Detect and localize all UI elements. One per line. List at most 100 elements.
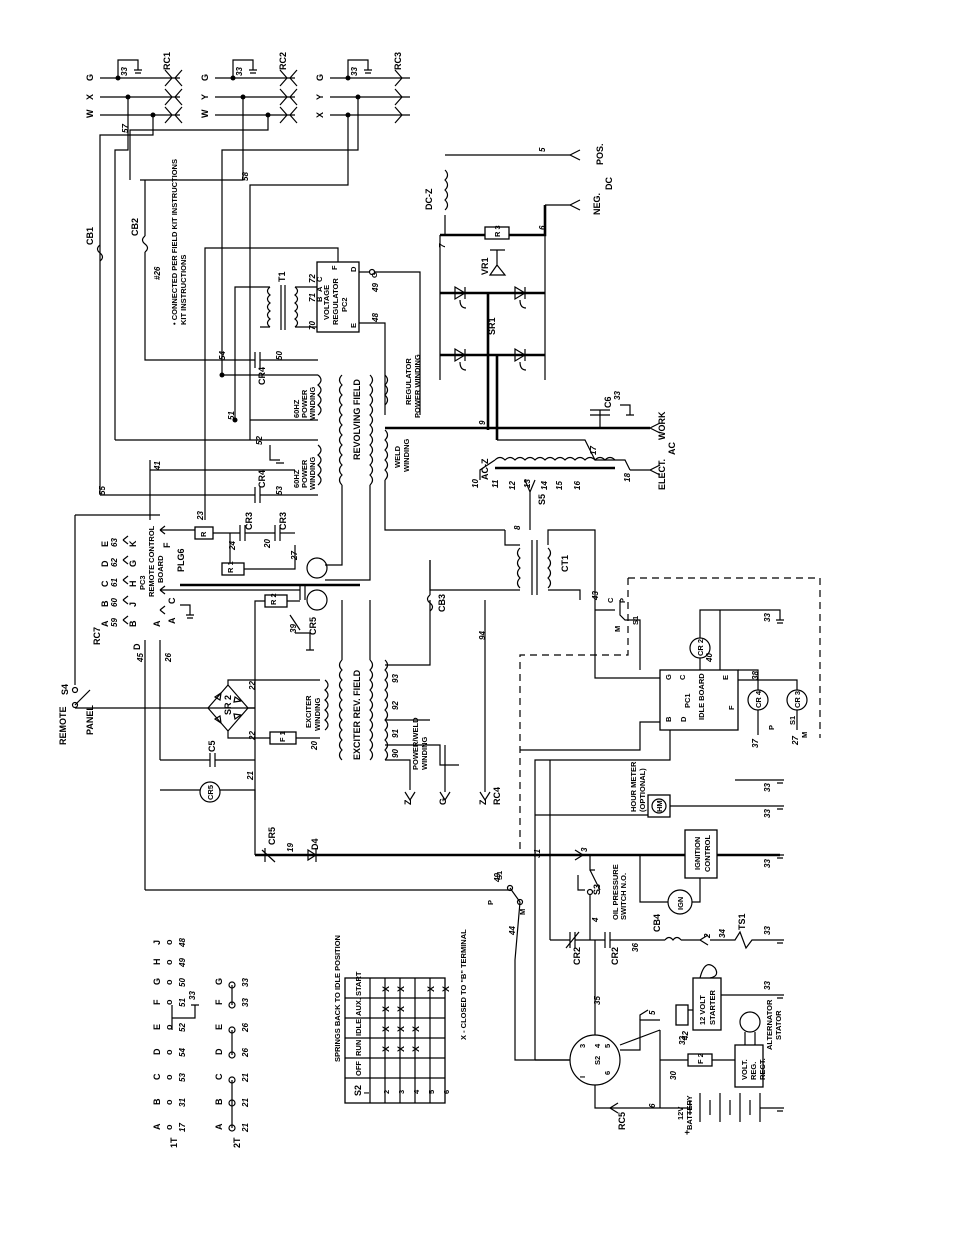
exciter-winding: EXCITER WINDING — [304, 679, 329, 731]
wire-22-a: 22 — [248, 681, 257, 691]
exciter-bridge-sr2: SR 2 F 1 22 22 20 — [207, 679, 320, 751]
rc3-pin-x: X — [315, 112, 325, 118]
t1-letter-g: G — [152, 978, 162, 985]
cr4b-label: CR4 — [257, 470, 267, 488]
wire-45: 45 — [136, 653, 145, 663]
wire-72: 72 — [308, 274, 317, 283]
rc1-pin-g: G — [85, 74, 95, 81]
alt-line2: STATOR — [774, 1010, 783, 1040]
svg-text:C: C — [100, 580, 110, 587]
wire-5-s2: 5 — [648, 1010, 657, 1015]
wire-41: 41 — [153, 461, 162, 471]
switch-s4[interactable]: S4 REMOTE PANEL — [58, 684, 255, 745]
wire-58: 58 — [241, 172, 250, 181]
r-top-label: R — [199, 531, 208, 537]
t1-letter-h: H — [152, 959, 162, 966]
rc2-pin-g: G — [200, 74, 210, 81]
wire-33-hm: 33 — [763, 809, 772, 818]
s5-label: S5 — [537, 494, 547, 505]
power-winding-60hz-a: 60HZ POWER WINDING — [292, 374, 322, 420]
wire-70: 70 — [308, 321, 317, 330]
exciter-line2: WINDING — [313, 698, 322, 731]
rc7-label: RC7 — [92, 627, 102, 645]
wire-48: 48 — [371, 313, 380, 323]
svg-text:KIT INSTRUCTIONS: KIT INSTRUCTIONS — [179, 255, 188, 325]
vr-pin-c: C — [315, 276, 324, 282]
wire-63: 63 — [110, 538, 119, 547]
plg6-label: PLG6 — [176, 548, 186, 572]
svg-text:o: o — [164, 979, 174, 985]
winding-wires: 55 41 51 52 53 54 50 — [98, 250, 318, 520]
t2-letter-e: E — [214, 1024, 224, 1030]
t1-letter-d: D — [152, 1048, 162, 1055]
cb1-label: CB1 — [85, 227, 95, 245]
t1-letter-j: J — [152, 940, 162, 945]
z-label-a: Z — [403, 799, 413, 805]
wire-33-starter: 33 — [763, 981, 772, 990]
weld-winding: WELD WINDING — [384, 426, 650, 531]
wire-6: 6 — [538, 225, 547, 230]
svg-text:S1: S1 — [495, 871, 504, 880]
reg-pw-line2: POWER WINDING — [413, 354, 422, 418]
dc-neg-label: NEG. — [592, 193, 602, 215]
wire-21: 21 — [246, 771, 255, 781]
cr5-coil-label: CR5 — [206, 785, 215, 800]
f1-label: F 1 — [278, 731, 287, 742]
ign-label: IGN — [676, 897, 685, 910]
transformer-t1: T1 — [234, 271, 317, 420]
s2-table-mark: X — [411, 1026, 421, 1032]
wire-50: 50 — [275, 351, 284, 360]
t1-wire-h: 49 — [178, 958, 187, 968]
t2-wire-f: 33 — [241, 998, 250, 1007]
svg-text:E: E — [100, 541, 110, 547]
rc2-gnd-wire: 33 — [235, 67, 244, 76]
s2-table-header: S2 — [353, 1085, 363, 1096]
pc1-pin-g: G — [664, 674, 673, 680]
reg-pw-line1: REGULATOR — [404, 358, 413, 405]
svg-text:F: F — [162, 542, 172, 548]
svg-text:A: A — [167, 617, 177, 624]
wire-7: 7 — [438, 243, 447, 248]
cr3b-label: CR3 — [278, 512, 288, 530]
t1-wire-c: 53 — [178, 1073, 187, 1082]
tap-16: 16 — [573, 481, 582, 490]
t1-letter-f: F — [152, 999, 162, 1005]
s2-table-row-label: AUX. — [354, 998, 363, 1016]
vr-line3: PC2 — [340, 297, 349, 312]
ign-line2: CONTROL — [703, 835, 712, 872]
svg-text:o: o — [164, 999, 174, 1005]
key-switch-s2[interactable]: S2 3 I 4 5 6 35 5 6 RC5 — [535, 940, 661, 1130]
svg-text:B: B — [128, 620, 138, 627]
s2-table-row-label: OFF — [354, 1061, 363, 1076]
receptacle-rc3: G Y X 33 RC3 — [315, 52, 410, 124]
wire-35: 35 — [593, 996, 602, 1005]
vr-line2: REGULATOR — [331, 278, 340, 325]
receptacle-rc1: G X W 33 RC1 — [85, 52, 183, 124]
pc1-pin-b: B — [664, 716, 673, 722]
svg-text:o: o — [164, 1074, 174, 1080]
wire-22: 22 — [248, 731, 257, 741]
rc3-pin-g: G — [315, 74, 325, 81]
t2-letter-a: A — [214, 1123, 224, 1130]
t1-letter-e: E — [152, 1024, 162, 1030]
ct1-label: CT1 — [560, 555, 570, 572]
exciter-rev-label: EXCITER REV. FIELD — [352, 669, 362, 760]
svg-text:M: M — [800, 732, 809, 738]
wire-90: 90 — [391, 749, 400, 758]
pc1-cr2: CR 2 — [696, 639, 705, 656]
t1-label: T1 — [277, 271, 287, 282]
exciter-line1: EXCITER — [304, 695, 313, 728]
svg-text:B: B — [100, 600, 110, 607]
terminal-strip-2t: A B C D E F G 21 21 21 26 26 33 33 2T — [214, 978, 250, 1148]
s2-table-mark: X — [441, 986, 451, 992]
wire-53: 53 — [275, 486, 284, 495]
s2-table-row-label: START — [354, 971, 363, 996]
switch-s1-run[interactable]: S1 P M 49 44 — [145, 871, 570, 1061]
s2-table-col-3: 3 — [397, 1090, 406, 1094]
wire-49: 49 — [371, 283, 380, 293]
svg-text:o: o — [164, 939, 174, 945]
wire-44: 44 — [508, 926, 517, 936]
rc2-pin-w: W — [200, 109, 210, 118]
cr4-capacitors: CR4 CR4 — [100, 352, 318, 503]
wire-20: 20 — [263, 539, 272, 549]
